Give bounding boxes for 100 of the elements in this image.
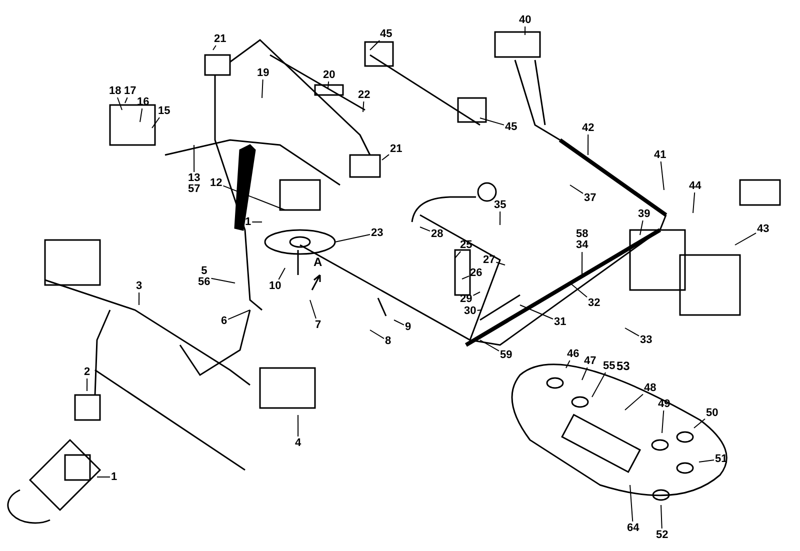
callout-number: 22 <box>358 90 370 100</box>
callout-number: 48 <box>644 382 656 394</box>
callout-number: 33 <box>640 334 652 346</box>
callout-number: 26 <box>470 268 482 278</box>
leader-line <box>278 268 286 280</box>
leader-line <box>698 459 714 462</box>
leader-line <box>370 330 384 340</box>
leader-line <box>476 310 482 311</box>
callout-number: 12 <box>210 178 222 188</box>
leader-line <box>588 134 589 156</box>
callout-number: 18 <box>109 86 122 96</box>
leader-line <box>660 504 662 529</box>
leader-line <box>496 262 506 266</box>
leader-line <box>96 476 110 478</box>
leader-line <box>210 278 236 284</box>
leader-line <box>362 101 364 112</box>
leader-line <box>138 292 140 306</box>
leader-line <box>194 144 195 172</box>
callout-number: 58 <box>576 229 588 240</box>
leader-line <box>152 117 160 128</box>
leader-line <box>582 252 583 276</box>
callout-number: 51 <box>715 454 728 464</box>
leader-line <box>298 414 299 437</box>
callout-number: 20 <box>323 70 336 80</box>
leader-line <box>228 310 250 320</box>
leader-line <box>212 45 216 50</box>
callout-number: 41 <box>654 150 666 160</box>
callout-number: 59 <box>500 350 512 360</box>
callout-number: 5 <box>201 266 208 277</box>
leader-line <box>86 378 88 392</box>
callout-number: 21 <box>390 144 402 154</box>
leader-line <box>524 26 526 36</box>
callout-number: 43 <box>757 224 770 234</box>
callout-number: 57 <box>188 184 200 195</box>
leader-line <box>566 360 570 368</box>
callout-number: 21 <box>214 34 226 44</box>
callout-number: 35 <box>494 200 506 210</box>
callout-number: 39 <box>638 208 650 220</box>
leader-line <box>660 161 664 190</box>
leader-line <box>140 108 143 122</box>
leader-line <box>624 394 644 410</box>
callout-number: 52 <box>656 530 668 540</box>
callout-number: 50 <box>706 408 718 418</box>
callout-number: 4 <box>295 438 302 448</box>
callout-number: 53 <box>616 360 630 372</box>
callout-number: 42 <box>582 122 594 134</box>
callout-number: 28 <box>431 228 444 240</box>
leader-line <box>382 154 390 160</box>
leader-line <box>640 220 644 236</box>
leader-line <box>222 185 286 210</box>
callout-number: 34 <box>576 240 588 251</box>
leader-line <box>582 367 588 380</box>
leader-line <box>500 211 501 226</box>
leader-line <box>692 192 696 214</box>
callout-number: 37 <box>584 192 596 204</box>
callout-number: 31 <box>554 316 566 328</box>
callout-number: 46 <box>567 348 580 360</box>
view-letter: A <box>314 256 322 268</box>
leader-line <box>420 226 430 232</box>
leader-line <box>662 410 664 434</box>
leader-line <box>462 276 470 280</box>
leader-line <box>116 97 122 110</box>
leader-line <box>734 232 756 246</box>
callout-number: 17 <box>124 86 136 96</box>
callout-number: 1 <box>245 216 252 228</box>
callout-number: 30 <box>464 306 476 316</box>
leader-line <box>570 282 588 298</box>
callout-number: 8 <box>385 336 392 346</box>
callout-number: 3 <box>136 280 142 292</box>
callout-number: 55 <box>603 360 616 372</box>
callout-number: 2 <box>84 366 90 378</box>
callout-number: 40 <box>519 14 532 26</box>
leader-line <box>630 484 634 522</box>
leader-line <box>592 372 606 398</box>
leader-line <box>480 340 500 352</box>
callout-number: 13 <box>188 173 200 184</box>
callout-number: 1 <box>111 472 118 482</box>
leader-line <box>370 40 380 50</box>
leader-line <box>694 418 706 428</box>
leader-line <box>570 184 584 194</box>
callout-number: 15 <box>158 106 170 116</box>
callout-number: 32 <box>588 298 600 308</box>
callout-number: 45 <box>505 122 518 132</box>
callout-number: 64 <box>627 522 640 534</box>
leader-line <box>520 304 554 320</box>
leader-line <box>394 320 404 326</box>
leader-line <box>480 118 504 126</box>
callout-number: 6 <box>221 316 228 326</box>
callout-number: 47 <box>584 356 596 366</box>
leader-line <box>310 300 316 319</box>
callout-number: 44 <box>689 180 702 192</box>
leader-line <box>454 251 462 258</box>
leader-line <box>262 79 264 98</box>
callout-number: 19 <box>257 68 270 78</box>
callout-number: 45 <box>380 28 392 40</box>
callout-number: 10 <box>269 280 282 292</box>
callout-number: 7 <box>315 320 322 330</box>
leader-line <box>334 234 370 242</box>
callout-number: 23 <box>371 228 384 238</box>
callout-number: 56 <box>198 277 210 288</box>
